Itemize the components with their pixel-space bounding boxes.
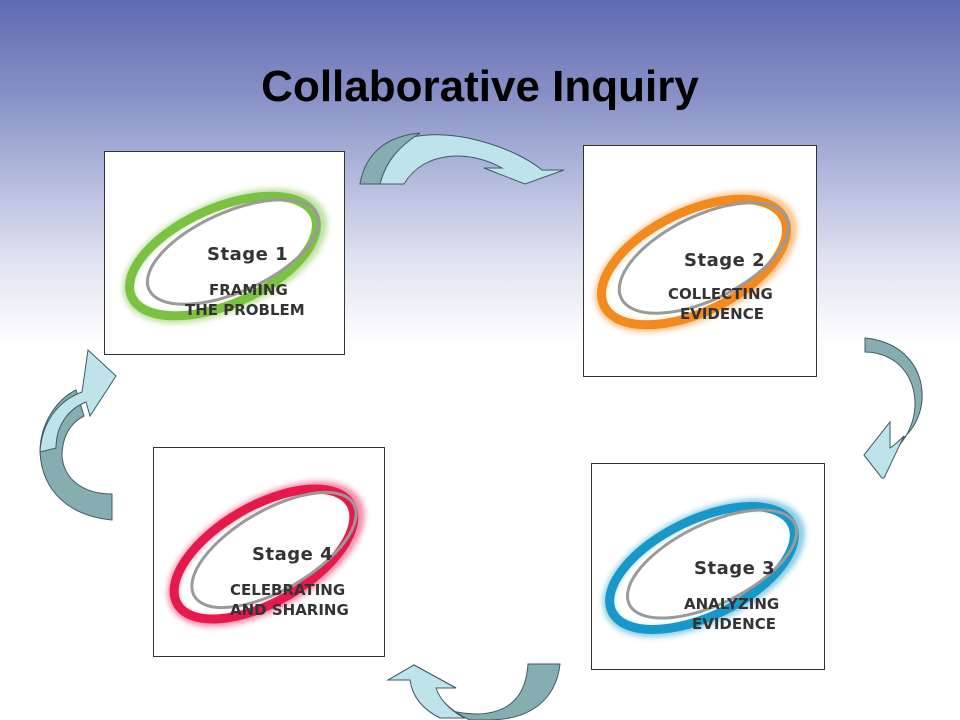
stage-1-label: Stage 1 xyxy=(207,244,289,265)
stage-3-label: Stage 3 xyxy=(694,558,776,579)
stage-2-line-2: EVIDENCE xyxy=(680,305,764,323)
stage-1-line-2: THE PROBLEM xyxy=(185,301,305,319)
stage-1-line-1: FRAMING xyxy=(209,281,288,299)
stage-4-line-1: CELEBRATING xyxy=(230,581,346,599)
stage-3-swoosh-icon xyxy=(602,498,806,638)
stage-3-card: Stage 3 ANALYZING EVIDENCE xyxy=(591,463,825,670)
stage-2-label: Stage 2 xyxy=(684,250,766,271)
arrow-stage4-to-stage1 xyxy=(39,389,113,521)
stage-2-line-1: COLLECTING xyxy=(668,285,773,303)
stage-2-card: Stage 2 COLLECTING EVIDENCE xyxy=(583,145,817,377)
stage-3-line-1: ANALYZING xyxy=(684,595,780,613)
stage-4-card: Stage 4 CELEBRATING AND SHARING xyxy=(153,447,385,657)
stage-1-swoosh-icon xyxy=(122,188,328,324)
slide-title: Collaborative Inquiry xyxy=(261,62,699,111)
stage-1-card: Stage 1 FRAMING THE PROBLEM xyxy=(104,151,345,355)
stage-4-line-2: AND SHARING xyxy=(230,601,349,619)
stage-2-swoosh-icon xyxy=(594,191,798,333)
stage-3-line-2: EVIDENCE xyxy=(692,615,776,633)
stage-4-label: Stage 4 xyxy=(252,544,334,565)
stage-4-swoosh-icon xyxy=(167,481,365,627)
